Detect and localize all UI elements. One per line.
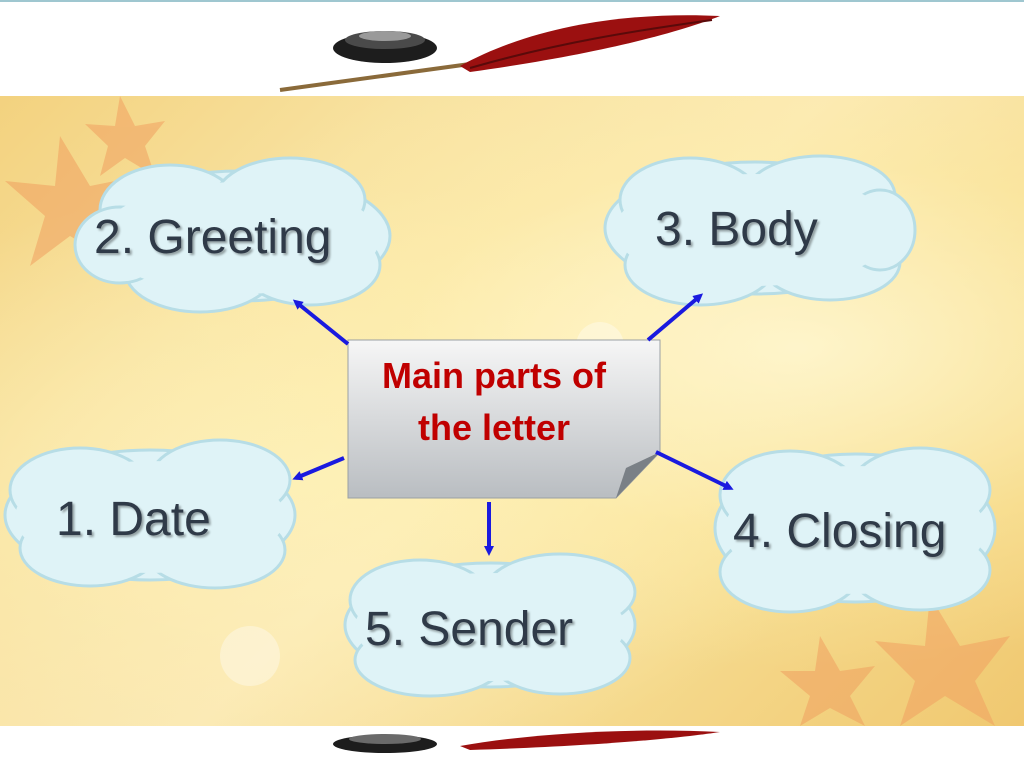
- center-title-line1: Main parts of: [381, 355, 606, 396]
- arrow-to-date: [292, 456, 345, 481]
- label-date: 1. Date: [56, 493, 211, 546]
- quill-footer-decoration: [333, 730, 720, 753]
- center-title-line2: the letter: [417, 407, 571, 448]
- quill-inkwell-decoration: [279, 15, 720, 92]
- center-note: [347, 339, 661, 499]
- center-title: Main parts of the letter: [348, 350, 640, 454]
- arrow-to-closing: [655, 450, 734, 490]
- label-closing: 4. Closing: [733, 505, 947, 558]
- center-note-box: Main parts of the letter: [348, 340, 660, 500]
- label-greeting: 2. Greeting: [94, 211, 332, 264]
- label-body: 3. Body: [655, 203, 818, 256]
- footer-band: [0, 726, 1024, 768]
- header-band: [0, 0, 1024, 98]
- arrow-to-body: [646, 293, 704, 342]
- label-sender: 5. Sender: [365, 603, 574, 656]
- arrow-to-greeting: [292, 299, 350, 346]
